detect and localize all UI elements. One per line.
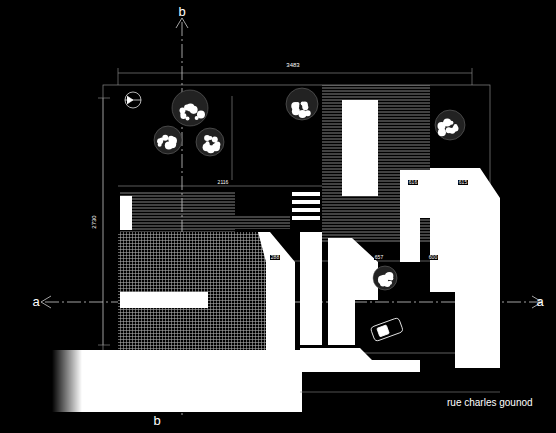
- tree-leaf: [208, 136, 212, 140]
- car: [370, 317, 403, 341]
- tree-leaf: [203, 143, 211, 151]
- north-arrow: [125, 92, 141, 108]
- tree-leaf: [291, 102, 299, 110]
- section-mark: b: [153, 414, 160, 427]
- trees: [154, 88, 465, 290]
- dimension: 288: [270, 255, 280, 260]
- tree-leaf: [303, 104, 307, 108]
- tree-canopy: [196, 128, 224, 156]
- section-lines: [41, 18, 542, 418]
- tree-leaf: [180, 112, 184, 116]
- steps: [292, 192, 320, 220]
- paving: [118, 232, 266, 350]
- tree-leaf: [388, 281, 392, 285]
- dimension: 616: [408, 180, 418, 185]
- building-mass: [258, 168, 500, 372]
- tree-canopy: [172, 90, 208, 126]
- dimension: 3483: [285, 62, 300, 68]
- dimension: 600: [428, 255, 438, 260]
- tree-leaf: [214, 142, 220, 148]
- tree-leaf: [185, 117, 189, 121]
- section-mark: a: [32, 295, 39, 308]
- street-wall: [255, 350, 300, 390]
- dimension: 657: [374, 255, 384, 260]
- tree-leaf: [165, 141, 173, 149]
- tree-leaf: [190, 106, 198, 114]
- tree-leaf: [197, 111, 205, 119]
- tree-leaf: [168, 136, 174, 142]
- tree-leaf: [158, 143, 162, 147]
- dimension: 2116: [217, 180, 230, 185]
- tree-leaf: [378, 278, 384, 284]
- tree-leaf: [454, 124, 458, 128]
- tree-leaf: [443, 119, 451, 127]
- tree-leaf: [160, 137, 164, 141]
- terrace: [235, 215, 290, 229]
- tree-leaf: [452, 128, 456, 132]
- tree-canopy: [373, 266, 397, 290]
- wall: [120, 196, 132, 230]
- section-mark: a: [536, 295, 543, 308]
- section-mark: b: [178, 5, 185, 18]
- tree-leaf: [385, 272, 393, 280]
- wall: [120, 292, 208, 308]
- pool: [342, 100, 378, 196]
- terrace: [120, 192, 235, 232]
- street-name: rue charles gounod: [447, 398, 533, 408]
- street-edge: [300, 392, 500, 393]
- tree-canopy: [154, 126, 182, 154]
- tree-canopy: [286, 88, 318, 120]
- street-wall: [52, 350, 302, 412]
- tree-leaf: [305, 110, 311, 116]
- dimension: 615: [458, 180, 468, 185]
- dimension: 2730: [91, 214, 97, 229]
- tree-canopy: [435, 110, 465, 140]
- tree-leaf: [446, 127, 452, 133]
- tree-leaf: [184, 104, 190, 110]
- deck: [322, 85, 430, 243]
- tree-leaf: [384, 282, 388, 286]
